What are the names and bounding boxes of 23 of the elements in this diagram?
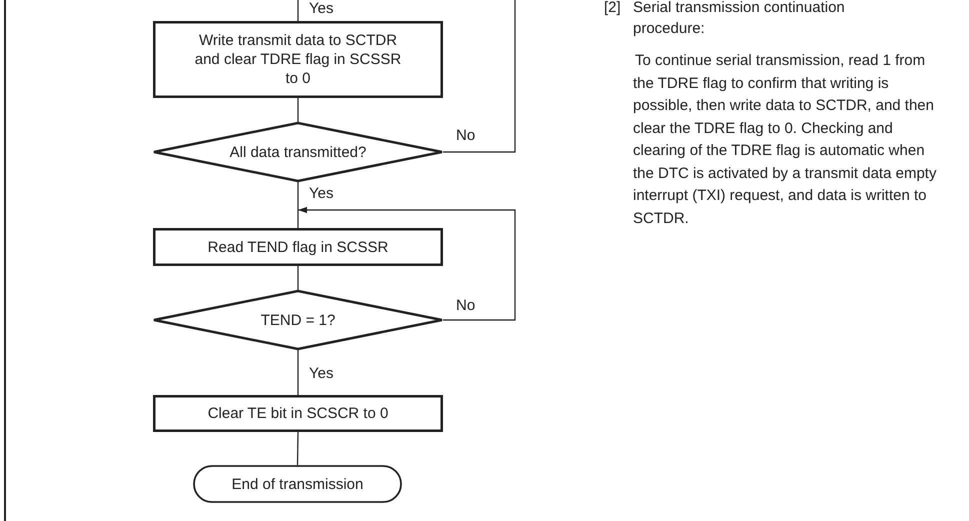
- arrow: [298, 206, 516, 321]
- decision-diamond: [153, 290, 443, 350]
- process-box: [153, 395, 443, 432]
- connector-line: [297, 266, 299, 290]
- node-text: Clear TE bit in SCSCR to 0: [208, 404, 388, 423]
- connector-line: [297, 350, 299, 395]
- connector-line: [443, 0, 516, 153]
- decision-diamond: [153, 122, 443, 182]
- connector-line: [297, 98, 299, 122]
- connector-line: [297, 182, 299, 228]
- node-text: All data transmitted?: [230, 142, 366, 162]
- node-text: Read TEND flag in SCSSR: [208, 238, 388, 256]
- procedure-description: To continue serial transmission, read 1 from the TDRE flag to confirm that writing is possible, then write data to SCTDR, and then clear the TDRE flag to 0. Checking and clearing of the TDRE flag is automatic when the DTC is activated by a transmit data empty interrupt (TXI) request, and data is written to SCTDR.: [633, 51, 938, 228]
- node-text: TEND = 1?: [260, 310, 336, 330]
- process-box: [153, 21, 443, 98]
- connector-line: [296, 432, 299, 465]
- node-text: Write transmit data to SCTDR and clear TDRE flag in SCSSR to 0: [194, 31, 402, 88]
- terminal-shape: [193, 465, 402, 503]
- callout-number: [2]: [604, 0, 622, 18]
- connector-line: [297, 0, 299, 21]
- process-box: [153, 228, 443, 266]
- procedure-heading: Serial transmission continuation procedure:: [633, 0, 846, 39]
- node-text: End of transmission: [232, 474, 364, 494]
